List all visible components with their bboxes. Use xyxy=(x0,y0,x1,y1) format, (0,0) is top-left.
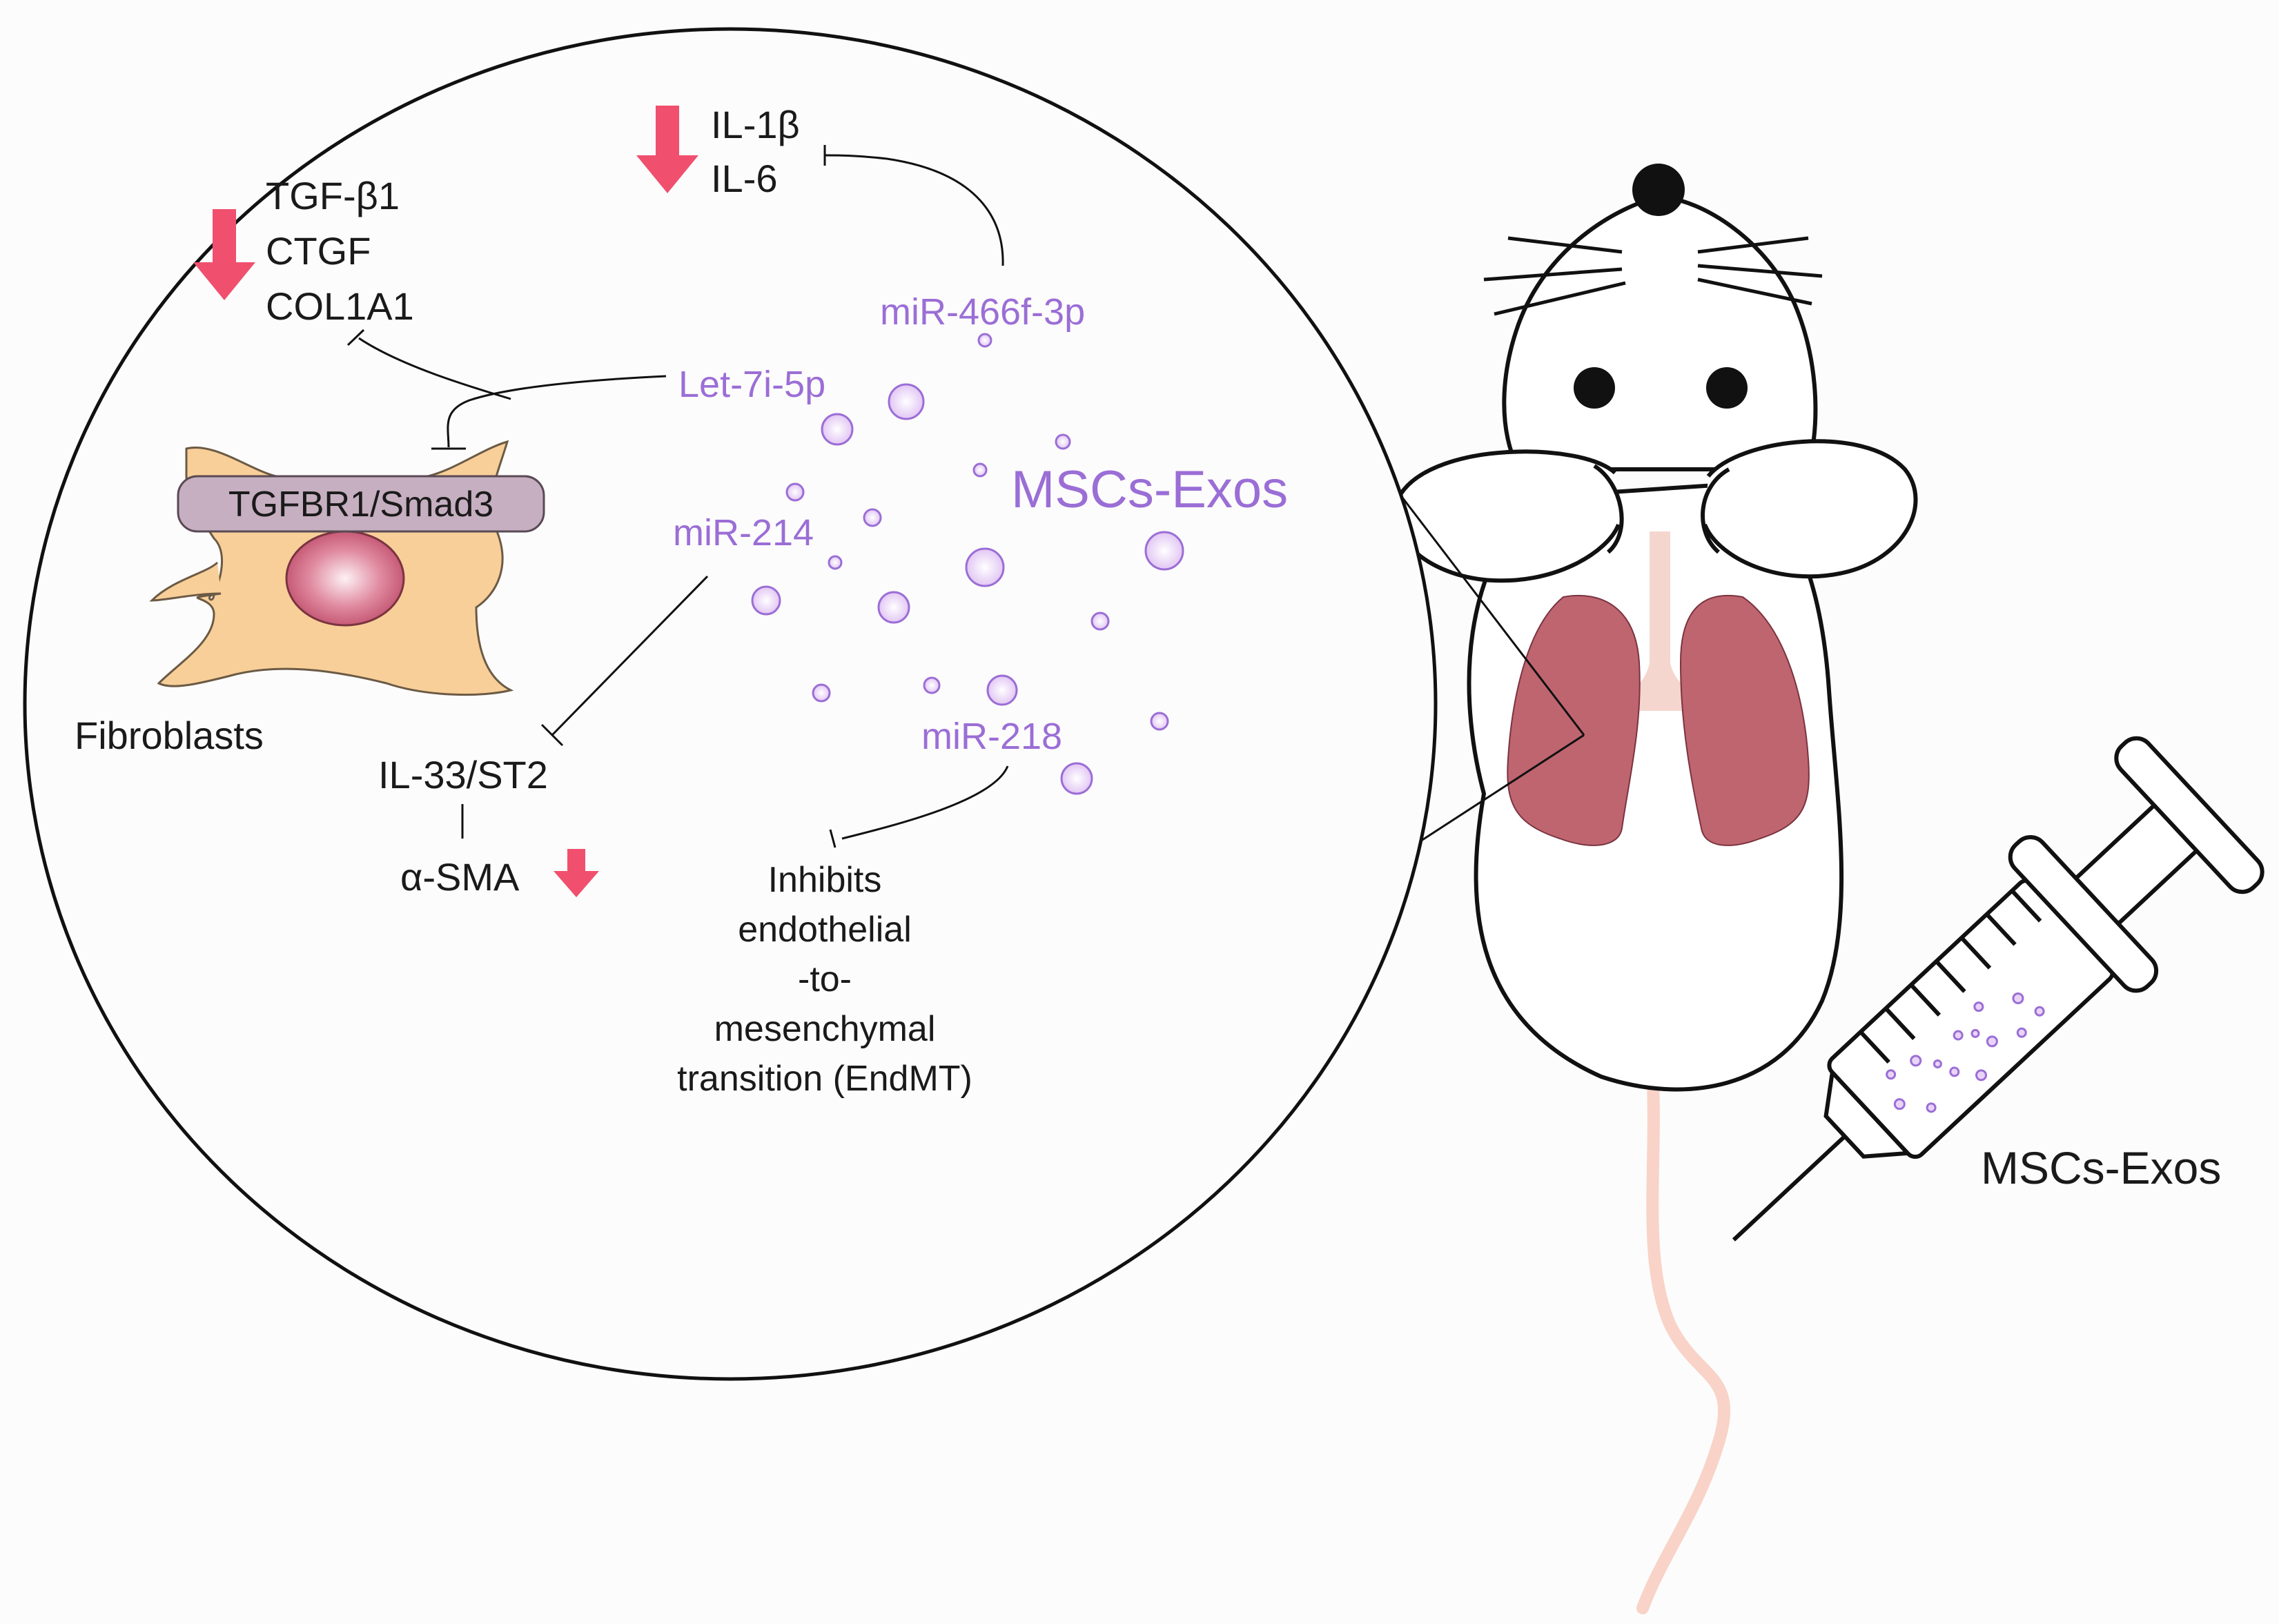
down-arrow-icon xyxy=(193,106,698,897)
down-arrow-il xyxy=(636,106,698,193)
exosome-vesicle-icon xyxy=(877,591,910,624)
endmt-text-block: Inhibits endothelial -to- mesenchymal tr… xyxy=(677,860,972,1099)
endmt-line-3: -to- xyxy=(798,959,852,999)
connector-let7 xyxy=(447,375,667,448)
lung-right xyxy=(1679,594,1810,846)
zoom-circle xyxy=(23,27,1438,1381)
mouse-nose xyxy=(1632,164,1685,216)
label-asma: α-SMA xyxy=(400,855,520,899)
receptor-label: TGFBR1/Smad3 xyxy=(228,485,493,525)
exosome-vesicle-icon xyxy=(888,383,925,420)
exosome-vesicle-icon xyxy=(923,676,941,694)
inhibit-bar-col1a1 xyxy=(346,329,365,346)
label-tgfb1: TGF-β1 xyxy=(266,174,400,217)
mouse-ear-right xyxy=(1703,439,1918,579)
label-mir218: miR-218 xyxy=(921,716,1062,757)
exosome-vesicle-icon xyxy=(977,333,992,348)
label-let7: Let-7i-5p xyxy=(678,364,825,405)
mouse-ear-left-inner xyxy=(1593,464,1624,554)
exosome-vesicles xyxy=(751,333,1184,795)
endmt-line-4: mesenchymal xyxy=(714,1009,936,1049)
endmt-line-1: Inhibits xyxy=(768,860,882,900)
label-mir214: miR-214 xyxy=(673,512,814,554)
exosome-vesicle-icon xyxy=(812,683,831,703)
mouse-eye-right xyxy=(1706,367,1748,409)
endmt-line-2: endothelial xyxy=(738,910,912,950)
label-msc-exos-center: MSCs-Exos xyxy=(1011,460,1288,519)
exosome-vesicle-icon xyxy=(785,482,805,502)
inhibit-bar-il33 xyxy=(540,723,564,747)
fibroblasts-label: Fibroblasts xyxy=(75,714,264,757)
exosome-vesicle-icon xyxy=(1150,712,1169,731)
mouse-icon xyxy=(1393,164,1918,1614)
fibroblast-nucleus xyxy=(285,530,405,627)
mouse-tail xyxy=(1636,1077,1731,1614)
down-arrow-tgf xyxy=(193,209,255,300)
label-il6: IL-6 xyxy=(711,157,778,200)
exosome-vesicle-icon xyxy=(972,462,988,478)
fibroblast-extension-left xyxy=(149,561,222,602)
mouse-eye-left xyxy=(1574,367,1615,409)
inhibit-bar-endmt xyxy=(829,829,837,848)
trachea xyxy=(1615,531,1705,711)
exosome-vesicle-icon xyxy=(1090,612,1110,631)
syringe-label: MSCs-Exos xyxy=(1981,1142,2221,1193)
syringe-icon xyxy=(1732,736,2265,1242)
connector-mir466 xyxy=(824,154,1004,266)
exosome-vesicle-icon xyxy=(1144,531,1184,571)
exosome-vesicle-icon xyxy=(828,555,843,570)
connector-let7-col1a1 xyxy=(358,337,511,400)
connector-mir214 xyxy=(551,575,709,736)
down-arrow-asma xyxy=(554,849,599,897)
exosome-vesicle-icon xyxy=(1055,433,1071,450)
inhibition-connectors xyxy=(346,145,1009,848)
connector-mir218 xyxy=(841,765,1009,840)
mouse-whiskers xyxy=(1483,236,1823,316)
label-col1a1: COL1A1 xyxy=(266,284,414,328)
exosome-vesicle-icon xyxy=(986,674,1018,706)
exosome-vesicle-icon xyxy=(821,413,854,446)
label-il33: IL-33/ST2 xyxy=(378,753,548,796)
endmt-line-5: transition (EndMT) xyxy=(677,1059,972,1099)
fibroblast-icon: TGFBR1/Smad3 xyxy=(149,440,545,696)
exosome-vesicle-icon xyxy=(863,508,882,527)
label-mir466: miR-466f-3p xyxy=(880,291,1085,333)
mouse-head xyxy=(1502,194,1818,471)
mouse-ear-right-inner xyxy=(1701,467,1730,554)
label-il1b: IL-1β xyxy=(711,103,800,146)
exosome-vesicle-icon xyxy=(1060,762,1093,795)
exosome-vesicle-icon xyxy=(965,547,1005,587)
label-ctgf: CTGF xyxy=(266,229,371,273)
exosome-vesicle-icon xyxy=(751,585,781,616)
receptor-box xyxy=(177,475,545,533)
